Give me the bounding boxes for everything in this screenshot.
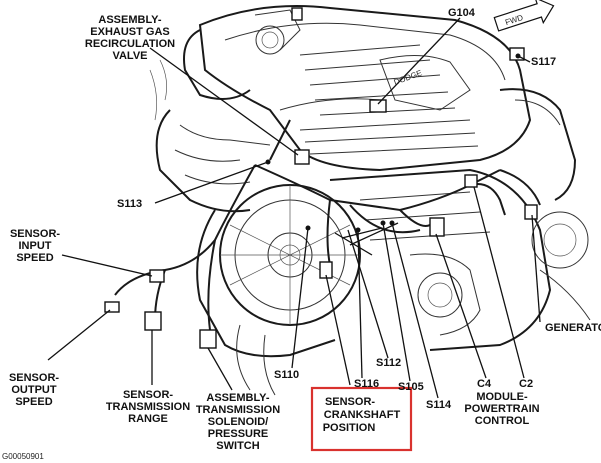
- svg-text:CRANKSHAFT: CRANKSHAFT: [324, 409, 401, 421]
- highlight-box: [310, 386, 413, 452]
- label-s105: S105: [398, 381, 424, 393]
- svg-text:RECIRCULATION: RECIRCULATION: [85, 38, 175, 50]
- svg-text:RANGE: RANGE: [128, 413, 168, 425]
- label-sensor-output-speed: SENSOR- OUTPUT SPEED: [9, 372, 59, 408]
- splice-points: [265, 53, 521, 233]
- pcm-c2-connector: [464, 174, 478, 188]
- label-s113: S113: [117, 198, 142, 210]
- svg-text:SENSOR-: SENSOR-: [10, 228, 60, 240]
- connectors: [104, 7, 538, 349]
- svg-text:SPEED: SPEED: [15, 396, 52, 408]
- label-s116: S116: [354, 378, 379, 390]
- label-generator: GENERATOR: [545, 322, 601, 334]
- svg-text:SENSOR-: SENSOR-: [123, 389, 173, 401]
- output-speed-connector: [104, 301, 120, 313]
- svg-text:SPEED: SPEED: [16, 252, 53, 264]
- svg-text:PRESSURE: PRESSURE: [208, 428, 269, 440]
- label-c2: C2: [519, 378, 533, 390]
- label-sensor-transmission-range: SENSOR- TRANSMISSION RANGE: [106, 389, 190, 425]
- figure-id: G00050901: [2, 452, 44, 461]
- pcm-c4-connector: [429, 217, 445, 237]
- svg-text:SENSOR-: SENSOR-: [325, 396, 375, 408]
- svg-text:ASSEMBLY-: ASSEMBLY-: [206, 392, 270, 404]
- label-g104: G104: [448, 7, 476, 19]
- svg-text:SOLENOID/: SOLENOID/: [208, 416, 269, 428]
- label-assembly-transmission-solenoid: ASSEMBLY- TRANSMISSION SOLENOID/ PRESSUR…: [196, 392, 280, 452]
- forward-arrow: FWD: [493, 0, 555, 32]
- svg-text:INPUT: INPUT: [19, 240, 52, 252]
- top-connector: [291, 7, 303, 21]
- leader-lines: [47, 17, 541, 399]
- label-sensor-input-speed: SENSOR- INPUT SPEED: [10, 228, 60, 264]
- egr-connector: [294, 149, 310, 165]
- label-s110: S110: [274, 369, 299, 381]
- svg-text:POWERTRAIN: POWERTRAIN: [464, 403, 539, 415]
- label-c4: C4: [477, 378, 492, 390]
- solenoid-connector: [199, 329, 217, 349]
- generator-connector: [524, 204, 538, 220]
- svg-text:MODULE-: MODULE-: [476, 391, 528, 403]
- svg-text:ASSEMBLY-: ASSEMBLY-: [98, 14, 162, 26]
- input-speed-connector: [149, 269, 165, 283]
- label-egr-valve: ASSEMBLY- EXHAUST GAS RECIRCULATION VALV…: [85, 14, 175, 62]
- g104-area-connector: [369, 99, 387, 113]
- transmission-range-connector: [144, 311, 162, 331]
- svg-text:TRANSMISSION: TRANSMISSION: [196, 404, 280, 416]
- svg-text:POSITION: POSITION: [323, 422, 376, 434]
- svg-text:EXHAUST GAS: EXHAUST GAS: [90, 26, 169, 38]
- svg-text:VALVE: VALVE: [112, 50, 147, 62]
- label-s117: S117: [531, 56, 556, 68]
- svg-text:TRANSMISSION: TRANSMISSION: [106, 401, 190, 413]
- svg-text:OUTPUT: OUTPUT: [11, 384, 57, 396]
- svg-text:CONTROL: CONTROL: [475, 415, 530, 427]
- svg-text:SWITCH: SWITCH: [216, 440, 259, 452]
- svg-text:SENSOR-: SENSOR-: [9, 372, 59, 384]
- label-module-powertrain-control: MODULE- POWERTRAIN CONTROL: [464, 391, 539, 427]
- label-s114: S114: [426, 399, 452, 411]
- label-sensor-crankshaft-position: SENSOR- CRANKSHAFT POSITION: [323, 396, 401, 434]
- label-s112: S112: [376, 357, 401, 369]
